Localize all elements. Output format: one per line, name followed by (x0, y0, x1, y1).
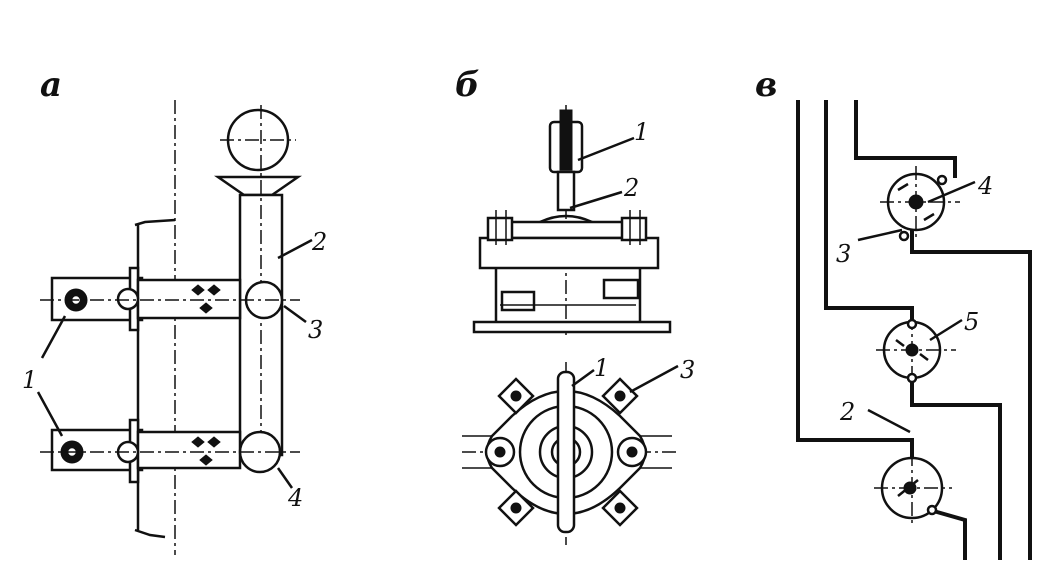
panel-v: в (755, 65, 1032, 560)
panel-v-contact-4 (880, 166, 960, 242)
panel-b-label: б (455, 65, 480, 105)
panel-a-wall (134, 218, 176, 539)
panel-a-callouts: 1 2 3 4 (22, 228, 327, 512)
panel-a-upper-bar (40, 266, 300, 332)
callout-a-3: 3 (308, 316, 323, 344)
callout-v-4: 4 (977, 172, 993, 200)
panel-v-contact-5 (876, 316, 956, 388)
callout-b-bottom-1: 1 (594, 354, 609, 382)
callout-b-top-1: 1 (634, 118, 649, 146)
panel-a-lower-bar (40, 418, 300, 484)
callout-v-2: 2 (839, 398, 855, 426)
panel-v-label: в (755, 65, 777, 105)
panel-v-contact-bottom (874, 452, 952, 526)
panel-b: б (455, 65, 695, 545)
callout-a-1: 1 (22, 366, 37, 394)
callout-v-5: 5 (964, 308, 979, 336)
callout-v-3: 3 (836, 240, 851, 268)
callout-b-bottom-3: 3 (680, 356, 695, 384)
callout-a-2: 2 (311, 228, 327, 256)
callout-b-top-2: 2 (623, 174, 639, 202)
callout-a-4: 4 (287, 484, 303, 512)
panel-a-label: а (40, 65, 62, 105)
panel-b-elevation (472, 105, 672, 335)
panel-b-bolts (497, 377, 639, 527)
panel-b-callouts: 1 2 1 3 (569, 118, 695, 394)
panel-b-plan (462, 362, 680, 545)
panel-v-callouts: 4 3 5 2 (836, 172, 993, 434)
panel-a: а (22, 65, 327, 555)
